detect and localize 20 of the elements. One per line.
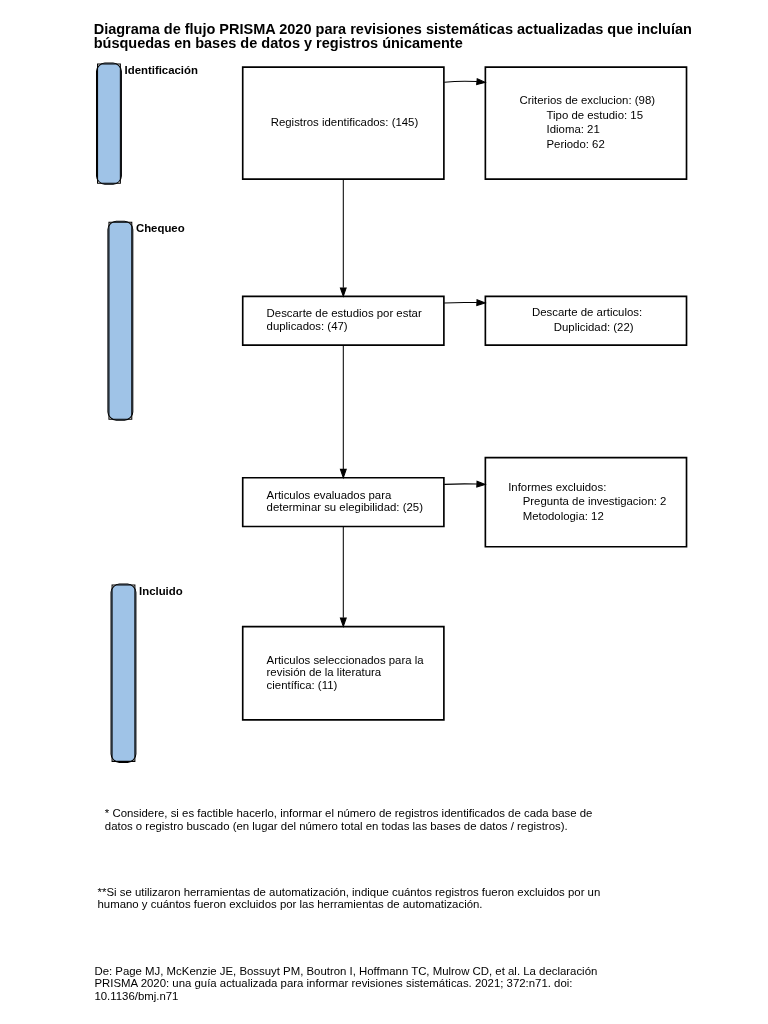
node-label: Chequeo xyxy=(135,222,185,235)
arrow xyxy=(443,298,487,307)
arrow xyxy=(339,344,347,480)
node-box: Registros identificados: (145) xyxy=(241,66,445,180)
node-box: Articulos seleccionados para la revisión de la literatura científica: (11) xyxy=(241,625,445,721)
arrow xyxy=(339,178,347,298)
label: **Si se utilizaron herramientas de automatización, indique cuántos registros fueron excluidos por un humano y cuántos fueron excluidos por las herramientas de automatización. xyxy=(97,885,601,911)
node-box: Articulos evaluados para determinar su elegibilidad: (25) xyxy=(241,476,445,528)
node-box: Criterios de exclucion: (98) Tipo de estudio: 15 Idioma: 21 Periodo: 62 xyxy=(484,66,688,180)
label: De: Page MJ, McKenzie JE, Bossuyt PM, Boutron I, Hoffmann TC, Mulrow CD, et al. La declaración PRISMA 2020: una guía actualizada para informar revisiones sistemáticas. 2021; 372:n71. doi: 10.1136/bmj.n71 xyxy=(94,964,598,1002)
node-box: Descarte de articulos: Duplicidad: (22) xyxy=(484,295,688,346)
arrow xyxy=(339,526,347,628)
arrow xyxy=(443,480,487,488)
node-box: Informes excluidos: Pregunta de investigacion: 2 Metodologia: 12 xyxy=(484,456,688,548)
diagram-title: Diagrama de flujo PRISMA 2020 para revisiones sistemáticas actualizadas que incluían búsquedas en bases de datos y registros únicamente xyxy=(93,20,692,52)
label: * Considere, si es factible hacerlo, informar el número de registros identificados de cada base de datos o registro buscado (en lugar del número total en todas las bases de datos / registros). xyxy=(104,807,593,832)
node-box: Descarte de estudios por estar duplicados: (47) xyxy=(241,295,445,346)
node-label: Identificación xyxy=(124,64,198,77)
node-label: Incluido xyxy=(139,585,183,598)
arrow xyxy=(443,77,487,86)
